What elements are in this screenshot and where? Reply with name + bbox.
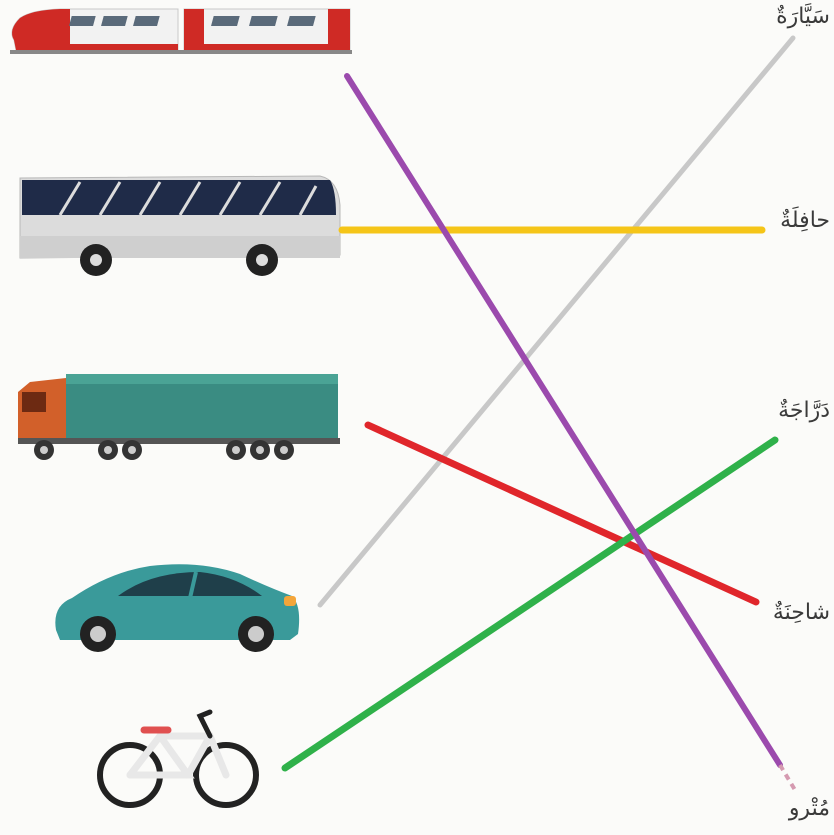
truck-icon <box>18 374 340 460</box>
match-line-train-tail <box>778 763 797 792</box>
word-truck: شاحِنَةٌ <box>772 600 830 625</box>
bus-icon <box>19 175 341 276</box>
bicycle-icon <box>97 709 259 808</box>
word-metro: مُتْرو <box>788 796 830 821</box>
word-bike: دَرَّاجَةٌ <box>778 398 830 423</box>
match-line-car[interactable] <box>317 35 796 608</box>
car-icon <box>55 564 300 652</box>
word-car: سَيَّارَةٌ <box>776 4 830 29</box>
match-line-bicycle[interactable] <box>281 436 779 772</box>
match-line-truck[interactable] <box>364 421 760 606</box>
word-bus: حافِلَةٌ <box>780 208 830 233</box>
match-line-train[interactable] <box>344 73 783 768</box>
train-icon <box>10 8 352 54</box>
